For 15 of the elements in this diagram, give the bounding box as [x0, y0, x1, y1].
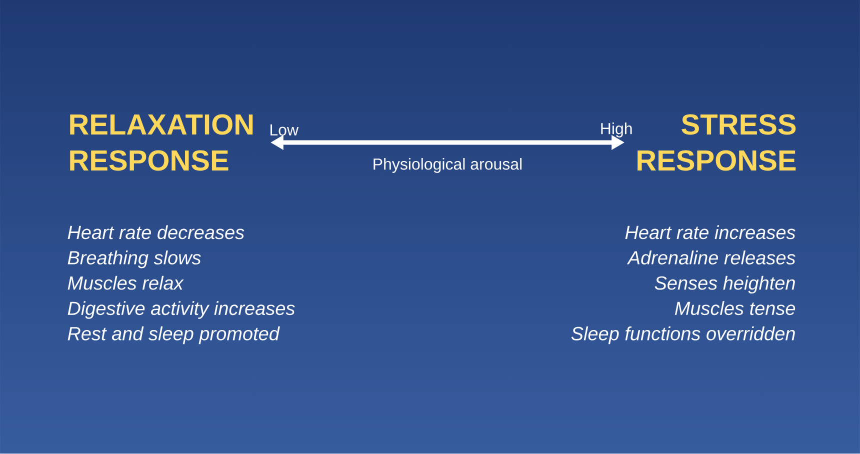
list-item: Digestive activity increases	[68, 301, 295, 319]
list-item: Heart rate increases	[625, 225, 796, 240]
scale-label: High	[601, 122, 632, 138]
scale-label: Low	[270, 124, 299, 136]
list-item: Heart rate decreases	[68, 225, 244, 240]
list-item: Rest and sleep promoted	[68, 326, 280, 344]
list-item: Adrenaline releases	[626, 250, 796, 264]
list-item: Breathing slows	[68, 250, 201, 268]
axis-label: Physiological arousal	[374, 158, 522, 173]
heading: RELAXATION RESPONSE	[70, 114, 253, 171]
heading: STRESS RESPONSE	[638, 114, 796, 171]
list-item: Senses heighten	[654, 276, 795, 294]
list-item: Muscles tense	[674, 301, 796, 316]
list-item: Sleep functions overridden	[571, 326, 795, 344]
list-item: Muscles relax	[68, 276, 184, 290]
